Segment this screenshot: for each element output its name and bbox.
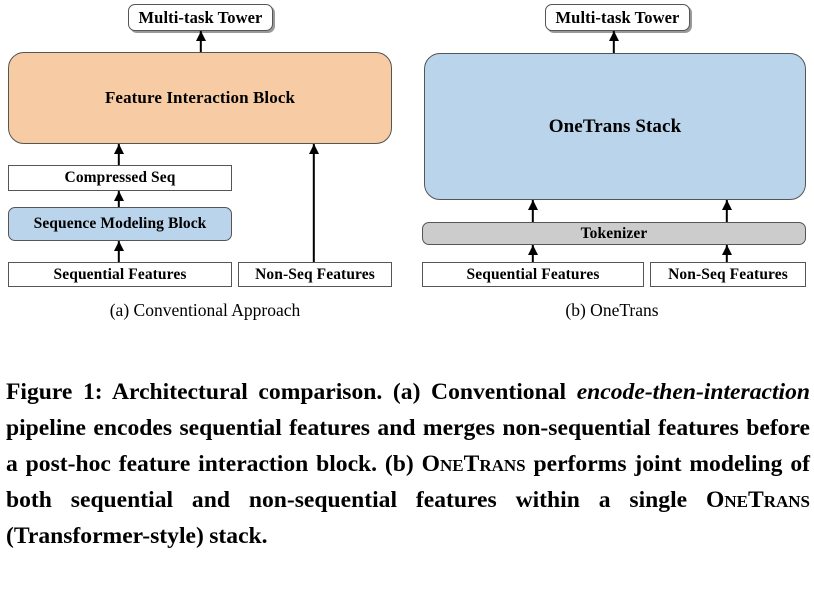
subcaption-a: (a) Conventional Approach (109, 300, 301, 320)
arrow-tokenizer-to-stack-left (526, 200, 540, 222)
arrow-tokenizer-to-stack-right (720, 200, 734, 222)
panel-a-conventional-approach: Multi-task Tower Feature Interaction Blo… (0, 0, 410, 340)
node-tokenizer[interactable]: Tokenizer (422, 222, 806, 245)
arrow-non-seq-to-fib (307, 144, 321, 263)
caption-part-3: performs joint modeling of both sequenti… (6, 451, 810, 513)
node-non-seq-features-b[interactable]: Non-Seq Features (650, 262, 806, 287)
arrow-seq-features-to-tokenizer (526, 245, 540, 262)
caption-smallcaps-onetrans-2: OneTrans (706, 487, 810, 513)
panel-b-onetrans: Multi-task Tower OneTrans Stack Tokenize… (410, 0, 814, 340)
arrow-seq-features-to-smb (112, 241, 126, 262)
node-compressed-seq[interactable]: Compressed Seq (8, 165, 232, 191)
caption-label: Figure 1: (6, 379, 103, 405)
node-sequential-features-a[interactable]: Sequential Features (8, 262, 232, 287)
figure-caption: Figure 1: Architectural comparison. (a) … (6, 374, 810, 554)
arrow-non-seq-features-to-tokenizer (720, 245, 734, 262)
caption-part-4: (Transformer-style) stack. (6, 523, 268, 549)
node-sequential-features-b[interactable]: Sequential Features (422, 262, 644, 287)
arrow-smb-to-compressed-seq (112, 191, 126, 207)
caption-italic-encode-then-interaction: encode-then-interaction (576, 379, 810, 405)
arrow-stack-to-tower (607, 31, 621, 53)
arrow-fib-to-tower (194, 31, 208, 52)
figure-architectural-comparison: Multi-task Tower Feature Interaction Blo… (0, 0, 814, 340)
node-sequence-modeling-block[interactable]: Sequence Modeling Block (8, 207, 232, 241)
arrow-compressed-seq-to-fib (112, 144, 126, 165)
node-feature-interaction-block[interactable]: Feature Interaction Block (8, 52, 392, 144)
caption-part-1: Architectural comparison. (a) Convention… (102, 379, 577, 405)
caption-part-2: pipeline encodes sequential features and… (6, 415, 810, 477)
node-multi-task-tower-b[interactable]: Multi-task Tower (545, 4, 690, 31)
node-onetrans-stack[interactable]: OneTrans Stack (424, 53, 806, 200)
node-multi-task-tower-a[interactable]: Multi-task Tower (128, 4, 273, 31)
caption-smallcaps-onetrans-1: OneTrans (421, 451, 526, 477)
subcaption-b: (b) OneTrans (565, 300, 659, 320)
node-non-seq-features-a[interactable]: Non-Seq Features (238, 262, 392, 287)
